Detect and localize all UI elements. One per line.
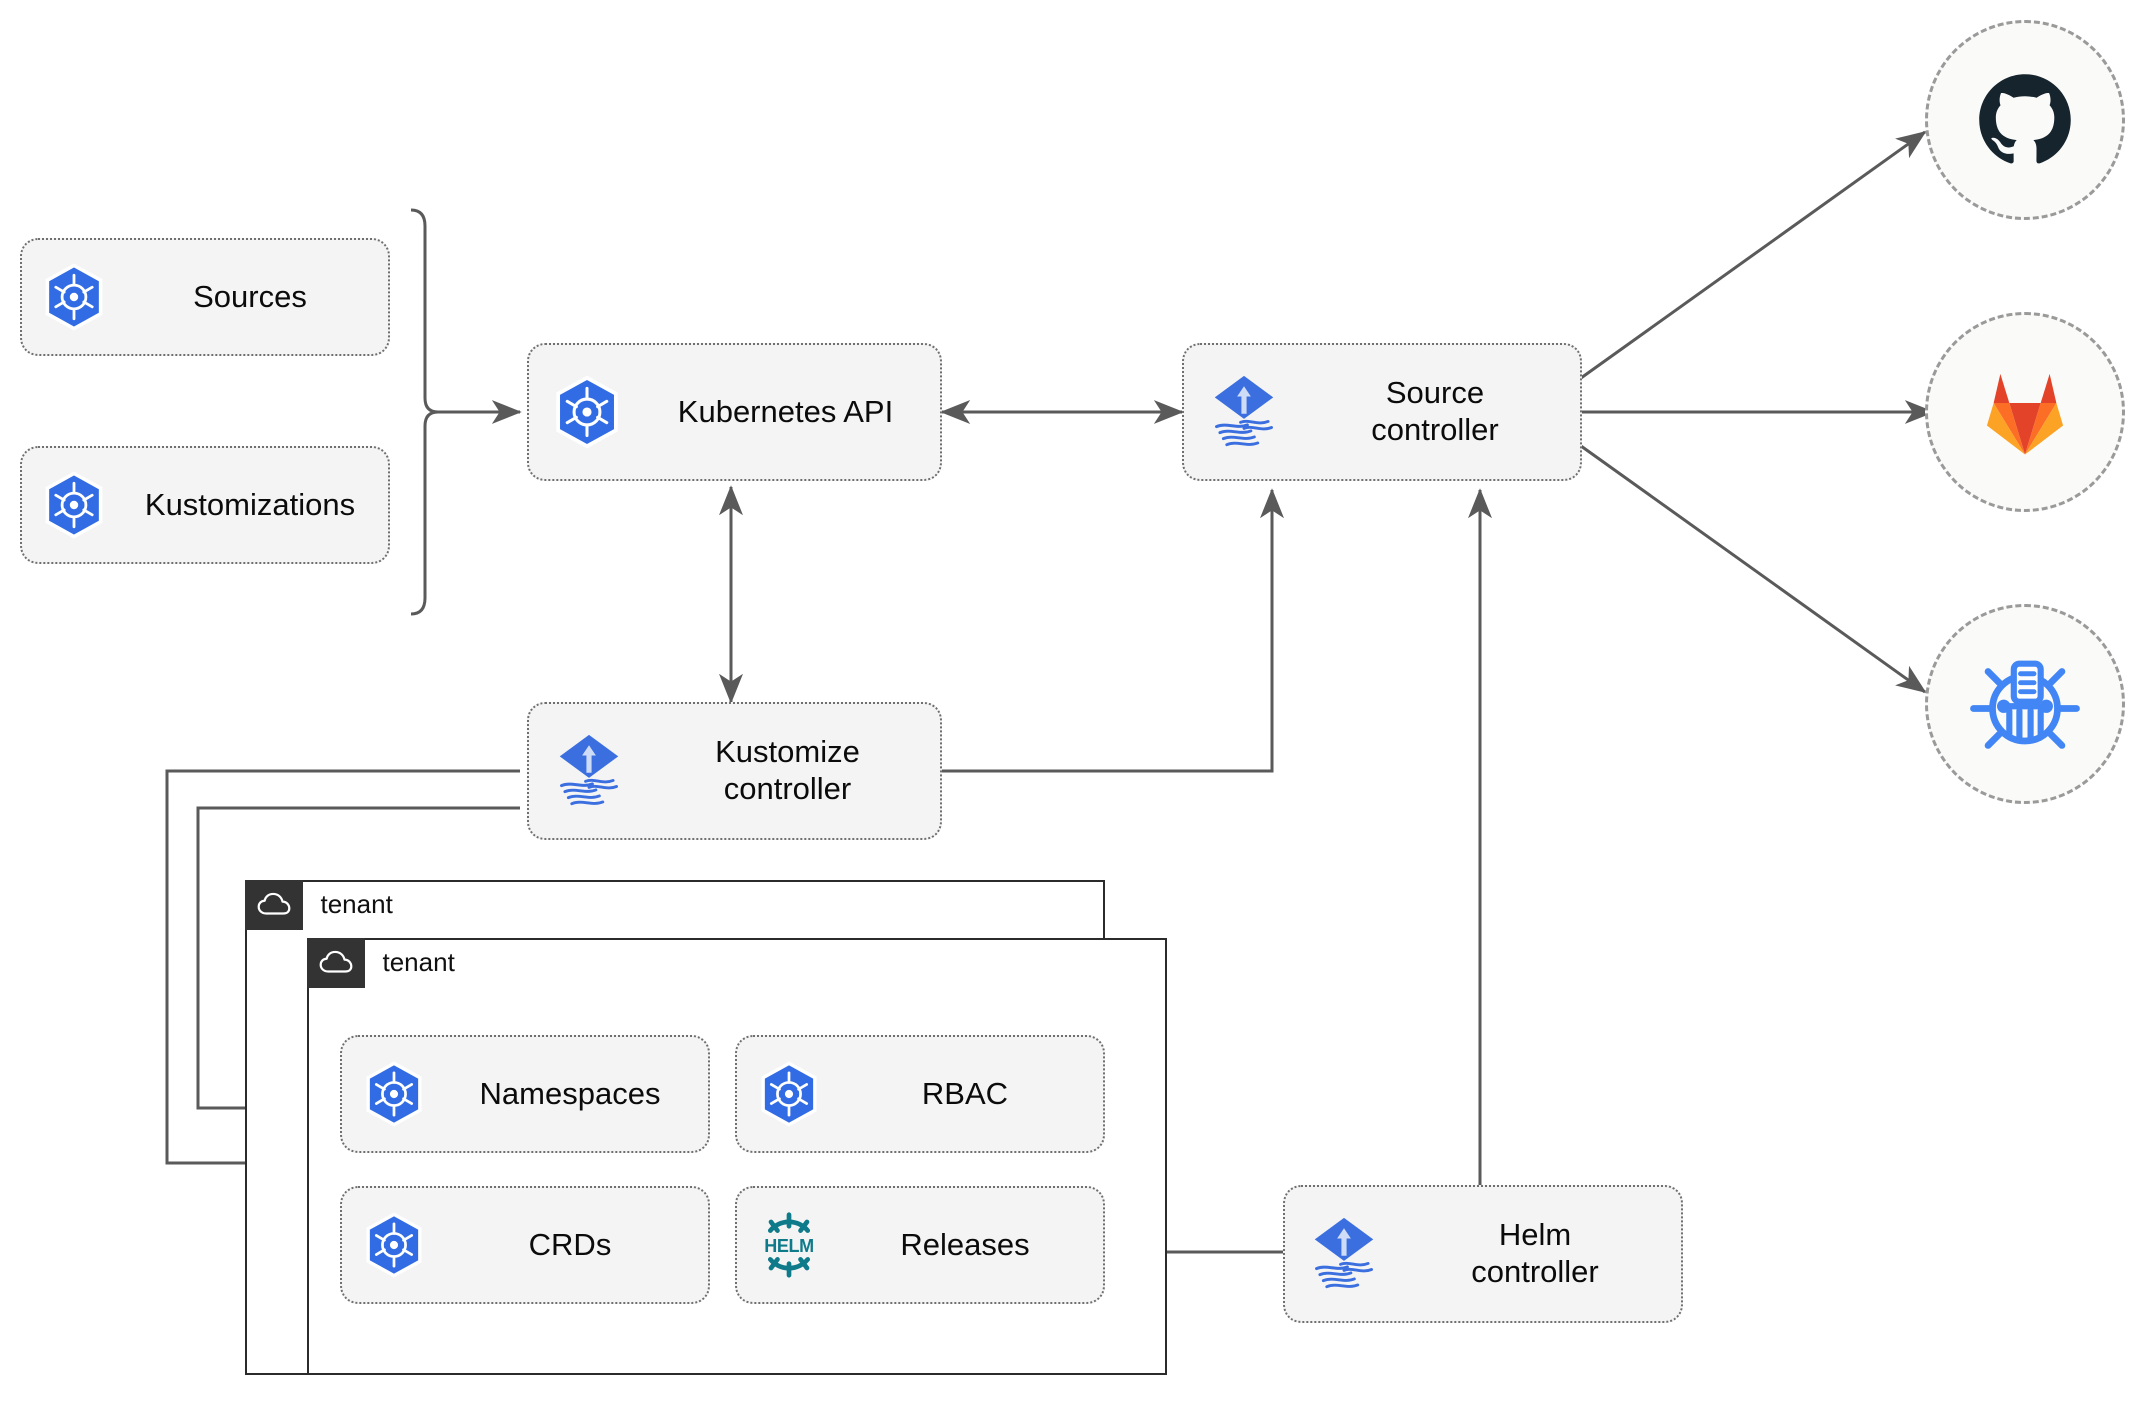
tenant-outer-tab: tenant	[244, 879, 393, 930]
helm-registry-icon	[1970, 660, 2080, 749]
node-label: Kubernetes API	[677, 393, 894, 429]
flux-icon	[529, 728, 649, 814]
node-label: Helm controller	[1471, 1217, 1599, 1289]
external-gitlab[interactable]	[1925, 312, 2125, 512]
kubernetes-icon	[529, 374, 645, 450]
node-crds[interactable]: CRDs	[340, 1186, 710, 1304]
node-label: Sources	[193, 278, 307, 314]
flux-icon	[1184, 369, 1304, 455]
external-github[interactable]	[1925, 20, 2125, 220]
node-helm-controller[interactable]: Helm controller	[1283, 1185, 1683, 1323]
node-label: Namespaces	[479, 1075, 661, 1111]
node-label: Source controller	[1371, 375, 1499, 447]
external-registry[interactable]	[1925, 604, 2125, 804]
cloud-icon	[306, 937, 365, 988]
node-label: RBAC	[921, 1075, 1009, 1111]
node-source-controller[interactable]: Source controller	[1182, 343, 1582, 481]
node-kubernetes-api[interactable]: Kubernetes API	[527, 343, 942, 481]
node-sources[interactable]: Sources	[20, 238, 390, 356]
node-kustomizations[interactable]: Kustomizations	[20, 446, 390, 564]
tenant-inner-label: tenant	[382, 947, 455, 977]
kubernetes-icon	[22, 262, 126, 332]
gitlab-icon	[1986, 373, 2064, 455]
cloud-icon	[244, 879, 303, 930]
node-label: Releases	[900, 1226, 1030, 1262]
node-namespaces[interactable]: Namespaces	[340, 1035, 710, 1153]
node-kustomize-controller[interactable]: Kustomize controller	[527, 702, 942, 840]
node-releases[interactable]: HELM Releases	[735, 1186, 1105, 1304]
tenant-outer-label: tenant	[320, 889, 393, 919]
edge-resource-bracket	[410, 208, 439, 616]
flux-icon	[1285, 1211, 1403, 1297]
github-icon	[1979, 74, 2071, 164]
svg-text:HELM: HELM	[764, 1236, 814, 1256]
helm-icon: HELM	[737, 1209, 841, 1281]
node-label: CRDs	[528, 1226, 612, 1262]
node-label: Kustomize controller	[715, 734, 860, 806]
edge-kustomize-controller-source-controller	[942, 488, 1284, 773]
tenant-inner-container: tenant	[306, 937, 1167, 1375]
kubernetes-icon	[342, 1211, 446, 1279]
tenant-inner-tab: tenant	[306, 937, 455, 988]
kubernetes-icon	[22, 470, 126, 540]
kubernetes-icon	[737, 1060, 841, 1128]
kubernetes-icon	[342, 1060, 446, 1128]
node-label: Kustomizations	[144, 486, 356, 522]
node-rbac[interactable]: RBAC	[735, 1035, 1105, 1153]
edge-source-controller-registry	[1580, 444, 1927, 694]
edge-source-controller-github	[1580, 130, 1927, 380]
